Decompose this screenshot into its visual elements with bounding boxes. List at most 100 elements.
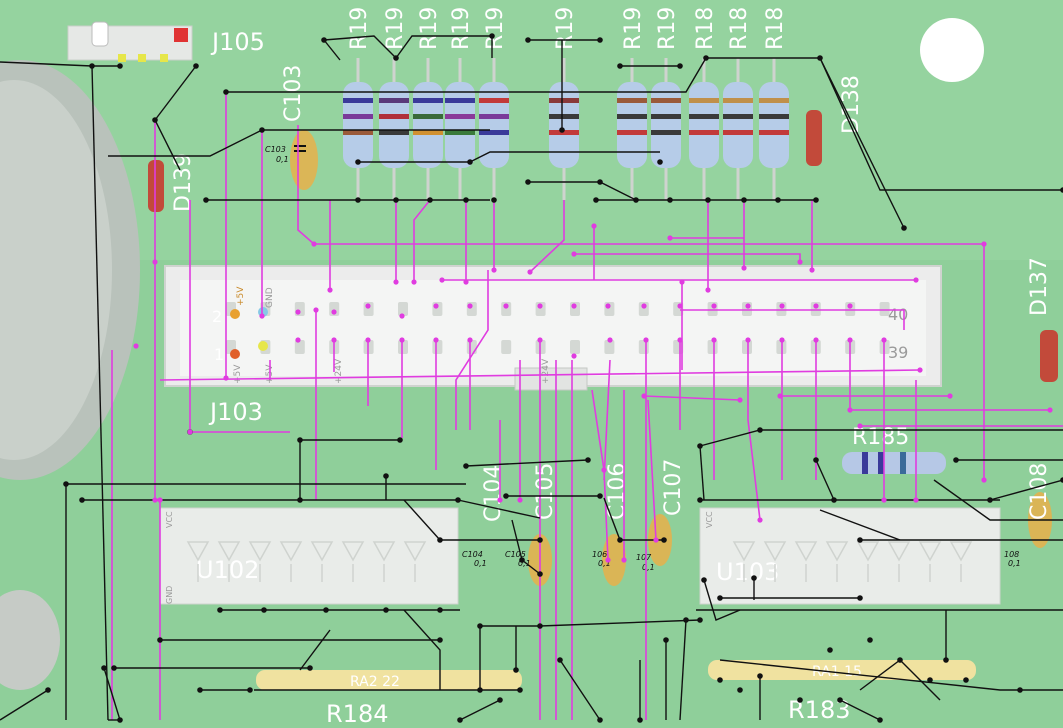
buffer-gate-symbol: [341, 541, 365, 562]
black-junction: [717, 595, 723, 601]
magenta-junction: [621, 557, 627, 563]
magenta-junction: [981, 241, 987, 247]
black-junction: [393, 197, 399, 203]
magenta-junction: [917, 367, 923, 373]
c103-small-label: C103: [265, 145, 286, 154]
diode-d139: D139: [148, 153, 196, 212]
black-junction: [597, 37, 603, 43]
buffer-gate-symbol: [310, 541, 334, 562]
black-junction: [297, 437, 303, 443]
black-junction: [79, 497, 85, 503]
black-trace: [989, 479, 1063, 501]
black-junction: [457, 717, 463, 723]
magenta-junction: [913, 277, 919, 283]
black-junction: [757, 427, 763, 433]
black-trace: [699, 445, 705, 501]
buffer-gate-symbol: [279, 541, 303, 562]
connector-pin: [398, 302, 408, 316]
magenta-junction: [411, 279, 417, 285]
black-trace: [299, 629, 331, 671]
black-junction: [617, 537, 623, 543]
magenta-junction: [491, 267, 497, 273]
magenta-junction: [527, 269, 533, 275]
magenta-junction: [981, 477, 987, 483]
magenta-junction: [857, 423, 863, 429]
capacitor-c108: C108 108 0,1: [1004, 463, 1052, 568]
top-resistor-label: R19: [449, 7, 474, 50]
magenta-junction: [537, 303, 543, 309]
black-junction: [757, 673, 763, 679]
u102-gnd-label: GND: [165, 586, 174, 604]
black-junction: [503, 493, 509, 499]
magenta-junction: [643, 337, 649, 343]
magenta-junction: [779, 337, 785, 343]
capacitor-c104: C104 C104 0,1: [462, 465, 506, 568]
black-junction: [117, 717, 123, 723]
magenta-trace: [455, 270, 489, 430]
magenta-junction: [393, 279, 399, 285]
buffer-gate-symbol: [217, 541, 241, 562]
u103-vcc-label: VCC: [705, 511, 714, 528]
large-capacitor: [0, 60, 140, 480]
buffer-gate-symbol: [186, 541, 210, 562]
black-junction: [383, 473, 389, 479]
black-junction: [397, 437, 403, 443]
black-junction: [683, 617, 689, 623]
black-trace: [719, 659, 1063, 691]
top-resistor: R19: [651, 7, 681, 200]
black-junction: [741, 197, 747, 203]
magenta-junction: [777, 393, 783, 399]
black-junction: [987, 497, 993, 503]
black-junction: [827, 647, 833, 653]
black-trace: [108, 129, 490, 157]
magenta-junction: [913, 497, 919, 503]
magenta-junction: [711, 303, 717, 309]
magenta-trace: [297, 125, 315, 245]
black-junction: [383, 607, 389, 613]
black-junction: [877, 717, 883, 723]
black-junction: [597, 179, 603, 185]
black-junction: [1017, 687, 1023, 693]
magenta-junction: [365, 337, 371, 343]
d137-label: D137: [1027, 257, 1052, 316]
c103-value: 0,1: [276, 155, 289, 164]
black-junction: [89, 63, 95, 69]
black-trace: [703, 579, 741, 621]
black-junction: [1060, 477, 1063, 483]
black-junction: [963, 677, 969, 683]
black-junction: [513, 667, 519, 673]
magenta-junction: [847, 337, 853, 343]
magenta-trace: [574, 253, 801, 262]
magenta-junction: [439, 277, 445, 283]
black-junction: [203, 197, 209, 203]
magenta-junction: [223, 375, 229, 381]
black-junction: [831, 497, 837, 503]
top-resistor: R19: [617, 7, 647, 200]
black-trace: [459, 699, 501, 721]
magenta-junction: [737, 397, 743, 403]
black-trace: [819, 57, 905, 229]
black-trace: [395, 35, 493, 59]
magenta-junction: [295, 337, 301, 343]
black-trace: [91, 65, 109, 721]
pin-39-label: 39: [888, 343, 908, 362]
magenta-junction: [779, 303, 785, 309]
c103-label: C103: [281, 65, 306, 122]
connector-pin: [570, 340, 580, 354]
black-junction: [217, 607, 223, 613]
pin-2-label: 2: [212, 307, 222, 326]
black-junction: [717, 677, 723, 683]
magenta-junction: [295, 309, 301, 315]
magenta-trace: [413, 199, 431, 282]
black-junction: [737, 687, 743, 693]
black-trace: [403, 609, 441, 690]
plus24v-b-label: +24V: [541, 358, 551, 384]
black-trace: [323, 39, 341, 61]
r184-label: R184: [326, 700, 388, 728]
magenta-junction: [667, 235, 673, 241]
magenta-junction: [591, 223, 597, 229]
black-trace: [323, 35, 397, 59]
magenta-junction: [679, 279, 685, 285]
connector-pin: [294, 340, 305, 354]
